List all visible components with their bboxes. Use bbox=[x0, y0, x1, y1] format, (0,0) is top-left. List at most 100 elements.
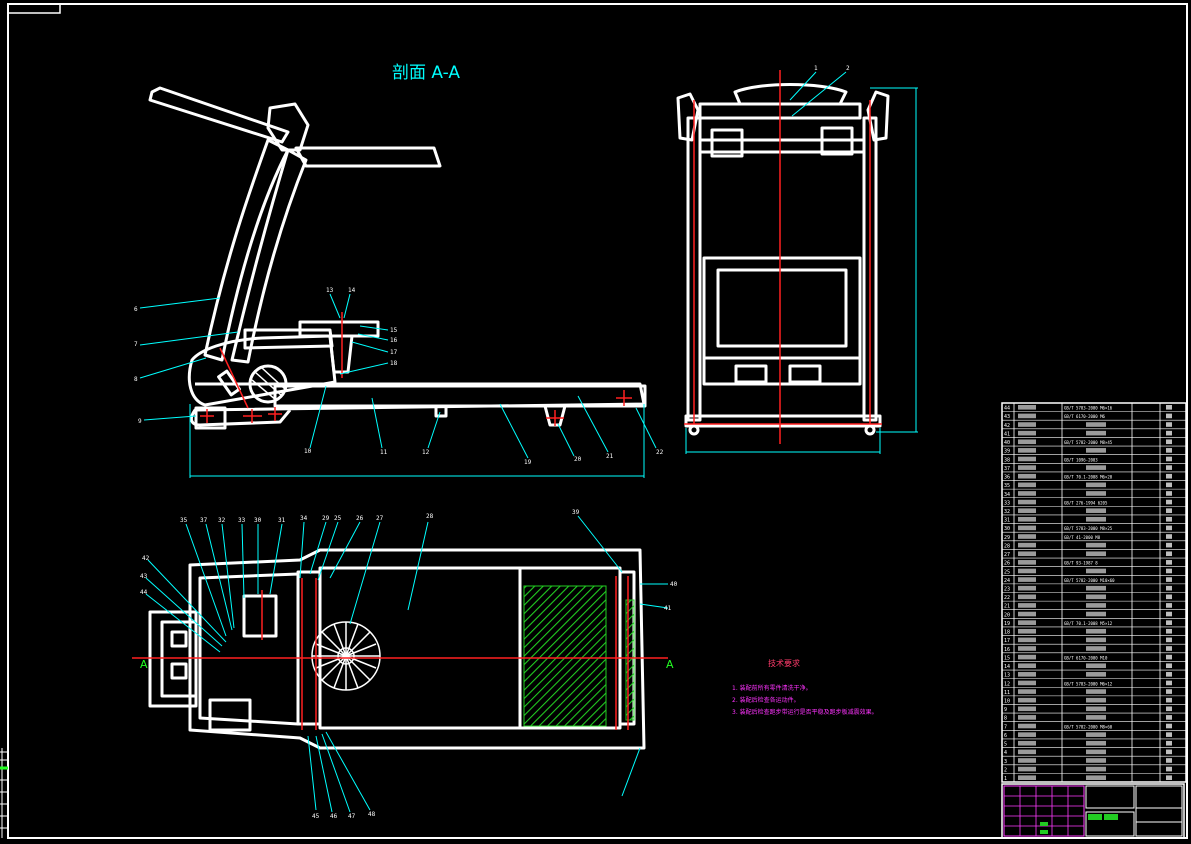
parts-list-spec: GB/T 70.1-2008 M6×20 bbox=[1064, 475, 1113, 480]
tech-notes: 技术要求 1. 装配前所有零件清洗干净。 2. 装配后检查各运动件。 3. 装配… bbox=[732, 658, 878, 716]
parts-list-number: 29 bbox=[1004, 535, 1010, 541]
parts-list-name-bar bbox=[1018, 439, 1036, 445]
parts-list-name-bar bbox=[1018, 516, 1036, 522]
parts-list-name-bar bbox=[1018, 405, 1036, 410]
parts-list-number: 31 bbox=[1004, 518, 1010, 524]
callout: 28 bbox=[426, 513, 434, 520]
parts-list-row: 14 bbox=[1002, 663, 1186, 671]
callout: 14 bbox=[348, 287, 356, 294]
parts-list-number: 22 bbox=[1004, 595, 1010, 601]
parts-list-name-bar bbox=[1018, 611, 1036, 617]
parts-list-name-bar bbox=[1018, 654, 1036, 660]
parts-list-row: 20 bbox=[1002, 611, 1186, 619]
parts-list-name-bar bbox=[1018, 646, 1036, 651]
front-view-labels: 1 2 bbox=[814, 65, 850, 72]
callout: 45 bbox=[312, 813, 320, 820]
front-view-centerlines bbox=[684, 70, 882, 444]
callout: 35 bbox=[180, 517, 188, 524]
callout: 18 bbox=[390, 360, 398, 367]
parts-list-name-bar bbox=[1018, 508, 1036, 513]
callout: 26 bbox=[356, 515, 364, 522]
parts-list-number: 24 bbox=[1004, 578, 1010, 584]
parts-list-name-bar bbox=[1018, 456, 1036, 462]
parts-list-spec: GB/T 276-1994 6205 bbox=[1064, 500, 1108, 505]
parts-list-name-bar bbox=[1018, 413, 1036, 419]
parts-list-spec: GB/T 5783-2000 M6×16 bbox=[1064, 406, 1113, 411]
callout: 15 bbox=[390, 327, 398, 334]
parts-list-number: 2 bbox=[1004, 767, 1007, 773]
upright-post-back bbox=[230, 148, 308, 364]
parts-list-name-bar bbox=[1018, 766, 1036, 772]
parts-list-name-bar bbox=[1018, 732, 1036, 737]
callout: 12 bbox=[422, 449, 430, 456]
console-button bbox=[170, 662, 188, 680]
parts-list-name-bar bbox=[1018, 603, 1036, 608]
parts-list-row: 39 bbox=[1002, 448, 1186, 455]
parts-list-name-bar bbox=[1018, 672, 1036, 677]
parts-list-number: 16 bbox=[1004, 647, 1010, 653]
parts-list-name-bar bbox=[1018, 465, 1036, 470]
parts-list-name-bar bbox=[1018, 620, 1036, 625]
parts-list-number: 8 bbox=[1004, 716, 1007, 722]
parts-list-name-bar bbox=[1018, 775, 1036, 780]
callout: 6 bbox=[134, 306, 138, 313]
callout: 32 bbox=[218, 517, 226, 524]
parts-list-row: 27 bbox=[1002, 551, 1186, 559]
parts-list-number: 20 bbox=[1004, 612, 1010, 618]
parts-list-number: 40 bbox=[1004, 440, 1010, 446]
console-top bbox=[733, 83, 848, 106]
deck-bolt bbox=[434, 404, 448, 418]
handlebar-arm bbox=[148, 86, 290, 144]
parts-list-row: 16 bbox=[1002, 646, 1186, 654]
side-view-leaders bbox=[139, 293, 657, 459]
parts-list-spec: GB/T 5783-2000 M8×25 bbox=[1064, 526, 1113, 531]
parts-list-name-bar bbox=[1018, 637, 1036, 643]
parts-list-number: 15 bbox=[1004, 655, 1010, 661]
parts-list-number: 42 bbox=[1004, 423, 1010, 429]
parts-list-number: 9 bbox=[1004, 707, 1007, 713]
front-foot bbox=[194, 406, 227, 430]
callout: 42 bbox=[142, 555, 150, 562]
callout: 7 bbox=[134, 341, 138, 348]
handle-rail bbox=[294, 146, 442, 168]
parts-list-number: 33 bbox=[1004, 500, 1010, 506]
deck-hatch-panel bbox=[523, 585, 607, 727]
callout: 41 bbox=[664, 605, 672, 612]
parts-list-number: 14 bbox=[1004, 664, 1010, 670]
parts-list-name-bar bbox=[1018, 448, 1036, 453]
parts-list-name-bar bbox=[1018, 697, 1036, 703]
left-grip bbox=[710, 128, 744, 158]
parts-list-name-bar bbox=[1018, 577, 1036, 582]
callout: 9 bbox=[138, 418, 142, 425]
parts-list-row: 31 bbox=[1002, 516, 1186, 524]
top-view-centerlines bbox=[132, 576, 668, 730]
frame-outline bbox=[188, 548, 646, 750]
parts-list-row: 35 bbox=[1002, 482, 1186, 490]
front-console-block bbox=[148, 610, 198, 708]
parts-list-number: 19 bbox=[1004, 621, 1010, 627]
roller-hatch bbox=[625, 599, 635, 721]
parts-list-name-bar bbox=[1018, 628, 1036, 634]
parts-list-spec: GB/T 70.1-2008 M5×12 bbox=[1064, 621, 1113, 626]
parts-list-row: 1 bbox=[1002, 775, 1186, 783]
parts-list-number: 18 bbox=[1004, 630, 1010, 636]
parts-list-number: 43 bbox=[1004, 414, 1010, 420]
upper-frame bbox=[698, 138, 866, 154]
right-wheel bbox=[864, 424, 876, 436]
parts-list-number: 3 bbox=[1004, 759, 1007, 765]
callout: 44 bbox=[140, 589, 148, 596]
parts-list-name-bar bbox=[1018, 594, 1036, 600]
callout: 10 bbox=[304, 448, 312, 455]
parts-list-name-bar bbox=[1018, 542, 1036, 548]
right-foot-pad bbox=[788, 364, 822, 384]
parts-list-row: 19 GB/T 70.1-2008 M5×12 bbox=[1002, 620, 1186, 628]
parts-list-row: 33 GB/T 276-1994 6205 bbox=[1002, 499, 1186, 507]
corner-tag bbox=[7, 3, 61, 14]
parts-list-row: 23 bbox=[1002, 585, 1186, 593]
parts-list-row: 42 bbox=[1002, 422, 1186, 430]
callout: 20 bbox=[574, 456, 582, 463]
side-view-callouts: 6 7 8 9 10 11 12 13 14 15 16 17 18 19 20… bbox=[134, 287, 664, 466]
